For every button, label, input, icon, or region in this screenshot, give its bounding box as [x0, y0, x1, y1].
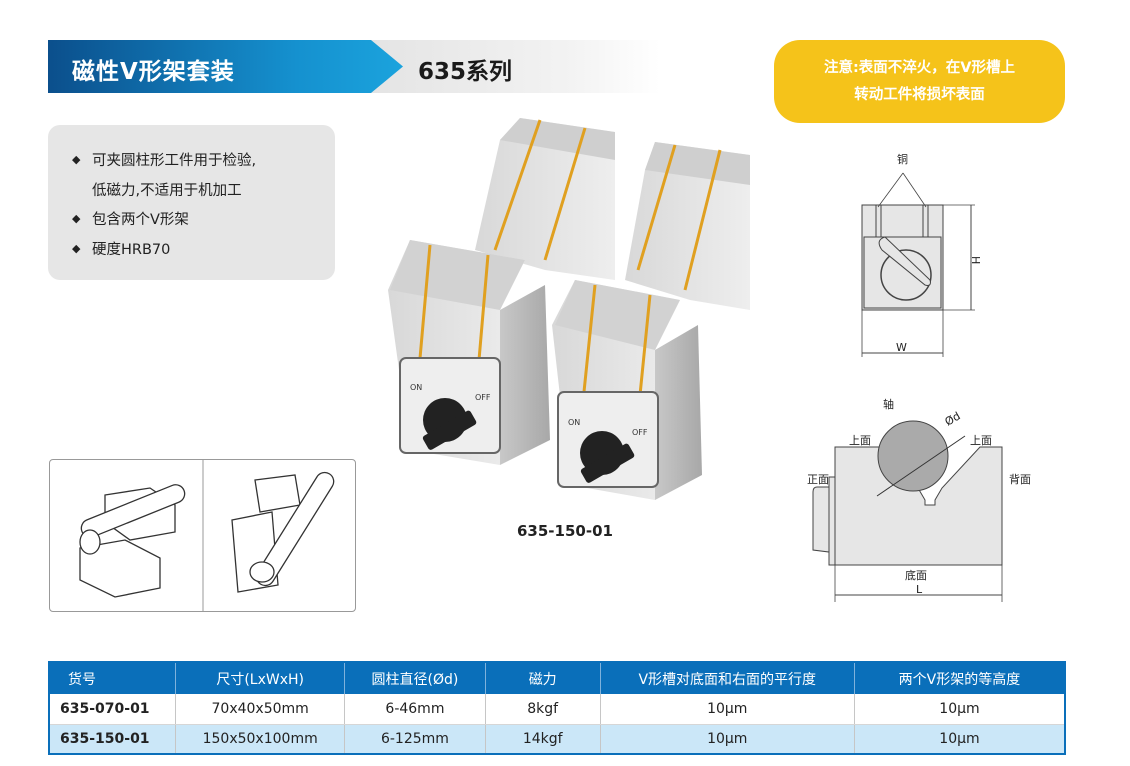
- page-title: 磁性V形架套装: [72, 59, 235, 85]
- col-header-equal-height: 两个V形架的等高度: [853, 662, 1065, 694]
- notice-line-1: 注意:表面不淬火，在V形槽上: [823, 60, 1016, 76]
- top-right-label: 上面: [970, 434, 992, 447]
- product-caption: 635-150-01: [517, 522, 613, 540]
- col-header-size: 尺寸(LxWxH): [175, 662, 345, 694]
- col-header-parallelism: V形槽对底面和右面的平行度: [599, 662, 855, 694]
- side-dimension-diagram: 轴 Ød 上面 上面 正面 背面 底面 L: [807, 397, 1031, 602]
- col-header-force: 磁力: [484, 662, 601, 694]
- feature-text: 硬度HRB70: [92, 241, 171, 258]
- col-header-part-no: 货号: [49, 662, 176, 694]
- header-title-band: [48, 40, 403, 93]
- diameter-label: Ød: [943, 409, 963, 428]
- notice-line-2: 转动工件将损坏表面: [854, 87, 985, 103]
- product-photo: ON OFF ON OFF: [388, 118, 750, 500]
- feature-text: 包含两个V形架: [92, 212, 189, 229]
- back-label: 背面: [1009, 472, 1031, 486]
- diamond-bullet-icon: ◆: [72, 212, 81, 226]
- length-label: L: [916, 583, 923, 596]
- header-series-band: [370, 40, 660, 93]
- bottom-label: 底面: [905, 568, 927, 582]
- front-dimension-diagram: 铜 H W: [861, 152, 982, 357]
- height-label: H: [969, 256, 982, 264]
- table-header-row: 货号 尺寸(LxWxH) 圆柱直径(Ød) 磁力 V形槽对底面和右面的平行度 两…: [49, 662, 1065, 694]
- table-row: 635-070-01 70x40x50mm 6-46mm 8kgf 10μm 1…: [49, 694, 1065, 725]
- cell-diameter: 6-125mm: [344, 724, 486, 755]
- v-block-back-left: [475, 118, 615, 280]
- diamond-bullet-icon: ◆: [72, 241, 81, 255]
- cell-parallelism: 10μm: [599, 694, 855, 725]
- notice-banner: 注意:表面不淬火，在V形槽上 转动工件将损坏表面: [774, 40, 1065, 123]
- col-header-diameter: 圆柱直径(Ød): [344, 662, 486, 694]
- feature-text: 可夹圆柱形工件用于检验,: [92, 153, 257, 170]
- shaft-circle: [877, 420, 949, 492]
- top-left-label: 上面: [849, 434, 871, 447]
- switch-on-label: ON: [568, 418, 580, 427]
- feature-text: 低磁力,不适用于机加工: [92, 182, 242, 199]
- copper-label: 铜: [897, 152, 908, 166]
- v-block-front-left: ON OFF: [388, 240, 550, 465]
- v-block-back-right: [625, 142, 750, 310]
- cell-part-no: 635-070-01: [49, 694, 176, 725]
- v-block-front-right: ON OFF: [552, 280, 702, 500]
- spec-table: 货号 尺寸(LxWxH) 圆柱直径(Ød) 磁力 V形槽对底面和右面的平行度 两…: [48, 661, 1066, 755]
- cell-part-no: 635-150-01: [49, 724, 176, 755]
- cell-equal-height: 10μm: [853, 724, 1065, 755]
- diamond-bullet-icon: ◆: [72, 153, 81, 167]
- switch-off-label: OFF: [632, 428, 648, 437]
- series-title: 635系列: [418, 59, 513, 85]
- usage-illustration: [49, 459, 356, 612]
- feature-item: ◆ 可夹圆柱形工件用于检验,: [72, 145, 335, 175]
- cell-parallelism: 10μm: [599, 724, 855, 755]
- cell-size: 70x40x50mm: [175, 694, 345, 725]
- usage-vertical-setup: [231, 471, 335, 593]
- feature-item: ◆ 硬度HRB70: [72, 234, 335, 264]
- cell-diameter: 6-46mm: [344, 694, 486, 725]
- feature-list: ◆ 可夹圆柱形工件用于检验, 低磁力,不适用于机加工 ◆ 包含两个V形架 ◆ 硬度HR…: [48, 125, 335, 280]
- feature-item-continued: 低磁力,不适用于机加工: [72, 175, 335, 205]
- usage-drawing: [79, 460, 335, 611]
- switch-off-label: OFF: [475, 393, 491, 402]
- switch-on-label: ON: [410, 383, 422, 392]
- width-label: W: [896, 341, 907, 354]
- feature-item: ◆ 包含两个V形架: [72, 204, 335, 234]
- cell-size: 150x50x100mm: [175, 724, 345, 755]
- shaft-label: 轴: [883, 397, 894, 411]
- usage-horizontal-setup: [79, 484, 186, 598]
- table-row: 635-150-01 150x50x100mm 6-125mm 14kgf 10…: [49, 724, 1065, 755]
- cell-force: 14kgf: [484, 724, 601, 755]
- switch-knob-icon: [880, 249, 932, 301]
- cell-force: 8kgf: [484, 694, 601, 725]
- cell-equal-height: 10μm: [853, 694, 1065, 725]
- front-label: 正面: [807, 473, 829, 486]
